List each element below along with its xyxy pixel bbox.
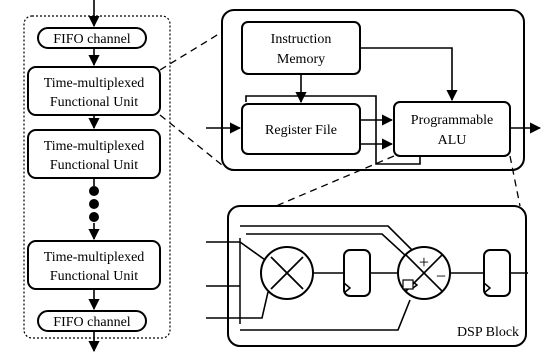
pipeline-column: FIFO channel Time-multiplexed Functional… bbox=[23, 0, 171, 352]
dsp-route-to-adder-bottom bbox=[240, 299, 411, 331]
instruction-memory-line2: Memory bbox=[277, 52, 325, 67]
arrow-imem-to-alu bbox=[360, 47, 458, 102]
functional-unit-1-line1: Time-multiplexed bbox=[44, 76, 145, 91]
minus-symbol: − bbox=[436, 266, 446, 286]
pipeline-register-1 bbox=[343, 249, 371, 297]
dsp-block: + − DSP Block bbox=[206, 205, 528, 347]
programmable-alu: Programmable ALU bbox=[393, 101, 511, 157]
instruction-memory-line1: Instruction bbox=[271, 32, 332, 47]
functional-unit-1: Time-multiplexed Functional Unit bbox=[27, 66, 161, 116]
fifo-channel-top-label: FIFO channel bbox=[53, 32, 130, 47]
register-file: Register File bbox=[241, 103, 361, 155]
dsp-block-border bbox=[227, 205, 527, 347]
functional-unit-1-line2: Functional Unit bbox=[50, 95, 138, 110]
functional-unit-2: Time-multiplexed Functional Unit bbox=[27, 129, 161, 179]
ellipsis-dots bbox=[89, 186, 99, 222]
functional-unit-detail: Instruction Memory Register File Program… bbox=[206, 9, 542, 171]
dsp-bypass-path-inner bbox=[246, 233, 407, 257]
zoom-line-bottom bbox=[159, 114, 223, 166]
arrow-alu-feedback bbox=[245, 95, 421, 165]
functional-unit-3: Time-multiplexed Functional Unit bbox=[27, 240, 161, 290]
fifo-channel-bottom-label: FIFO channel bbox=[53, 315, 130, 330]
alu-line2: ALU bbox=[438, 133, 467, 148]
register-file-label: Register File bbox=[265, 123, 337, 138]
functional-unit-3-line2: Functional Unit bbox=[50, 269, 138, 284]
fifo-channel-top: FIFO channel bbox=[37, 27, 147, 49]
functional-unit-2-line2: Functional Unit bbox=[50, 158, 138, 173]
zoom-line-dsp-right bbox=[509, 155, 521, 207]
multiplier bbox=[260, 246, 314, 300]
fifo-channel-bottom: FIFO channel bbox=[37, 310, 147, 332]
alu-line1: Programmable bbox=[411, 113, 493, 128]
dsp-block-title: DSP Block bbox=[457, 325, 519, 340]
instruction-memory: Instruction Memory bbox=[241, 21, 361, 75]
pipeline-register-2 bbox=[483, 249, 511, 297]
functional-unit-2-line1: Time-multiplexed bbox=[44, 139, 145, 154]
functional-unit-3-line1: Time-multiplexed bbox=[44, 250, 145, 265]
dsp-route-to-multiplier-bottom bbox=[240, 291, 269, 319]
dsp-bypass-path-outer bbox=[240, 225, 413, 251]
adder-register-icon bbox=[402, 279, 414, 290]
plus-symbol: + bbox=[419, 252, 429, 272]
zoom-line-dsp-left bbox=[275, 155, 395, 207]
zoom-line-top bbox=[159, 31, 223, 71]
adder-subtractor: + − bbox=[397, 246, 451, 300]
dsp-route-to-multiplier-top bbox=[239, 241, 269, 263]
